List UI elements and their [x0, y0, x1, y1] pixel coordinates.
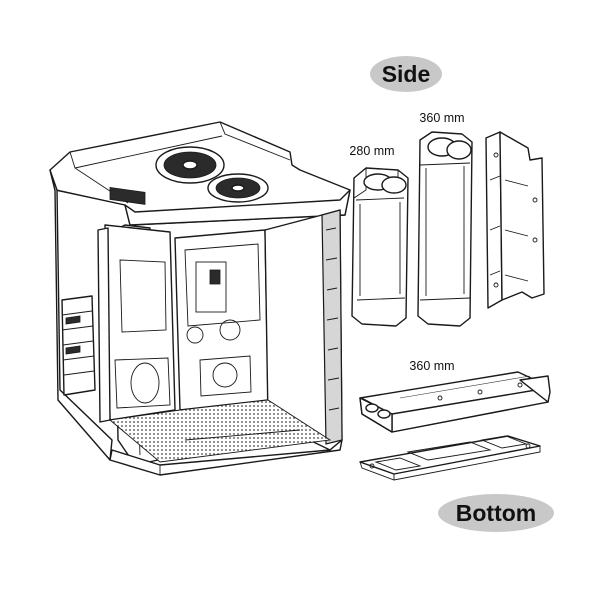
side-radiator-280	[351, 167, 409, 327]
side-radiator-360-label: 360 mm	[419, 111, 464, 125]
case-base	[109, 439, 343, 476]
side-badge-background	[370, 56, 442, 92]
side-radiator-bracket	[485, 131, 545, 309]
bottom-badge-label: Bottom	[456, 500, 536, 526]
side-radiator-280-label: 280 mm	[349, 144, 394, 158]
case-right-rail	[321, 209, 343, 445]
pc-case-illustration	[49, 121, 351, 476]
case-left-edge	[49, 169, 113, 461]
bottom-radiator-360	[359, 371, 551, 433]
bottom-radiator-bracket	[359, 435, 541, 481]
case-inner-rear	[104, 224, 176, 421]
top-io-panel	[109, 187, 146, 205]
case-bottom-mesh	[108, 399, 332, 463]
bottom-radiator-360-label: 360 mm	[409, 359, 454, 373]
drive-cage	[61, 295, 96, 396]
side-badge-label: Side	[382, 61, 431, 87]
top-fan-icon	[155, 146, 269, 203]
motherboard-tray	[174, 229, 269, 411]
bottom-badge-background	[438, 494, 554, 532]
side-section-badge: Side	[370, 56, 442, 92]
side-radiator-360	[417, 131, 473, 327]
bottom-section-badge: Bottom	[438, 494, 554, 532]
